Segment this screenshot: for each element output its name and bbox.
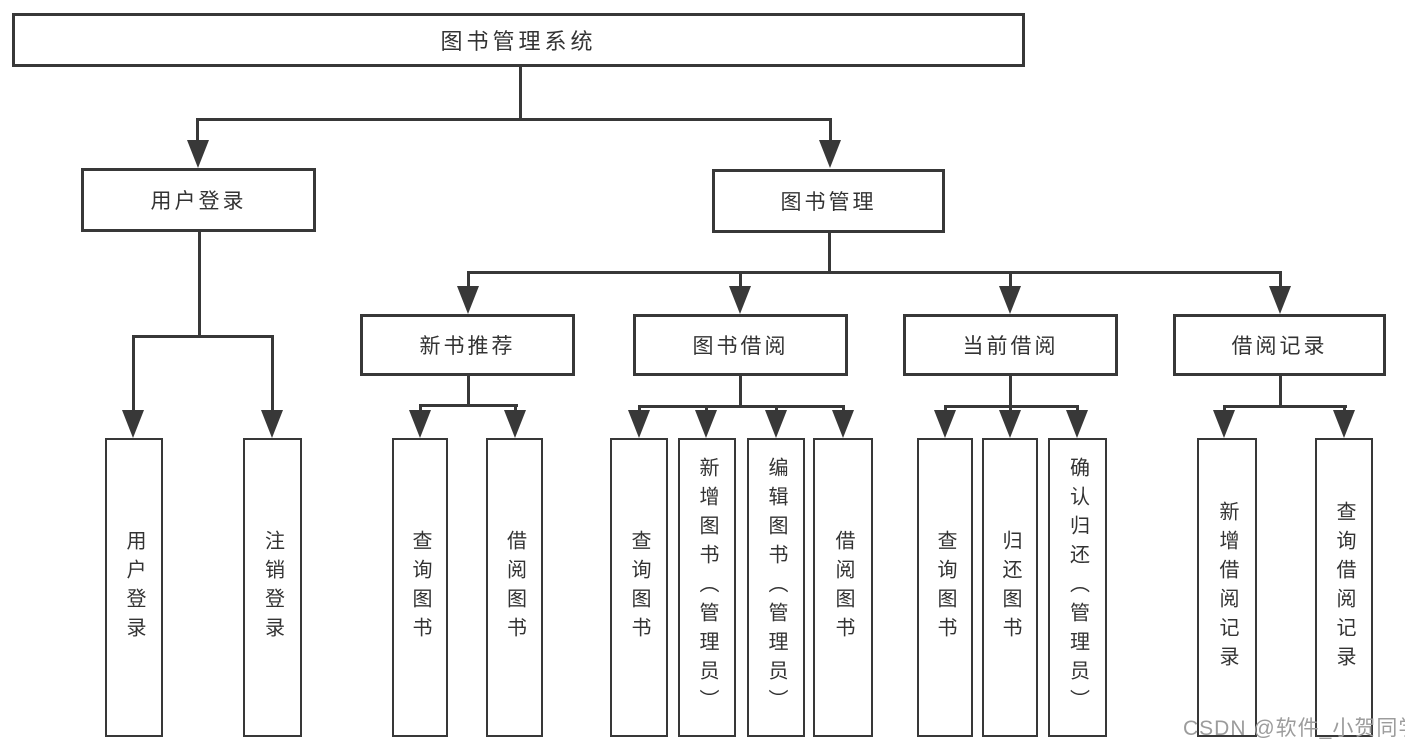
connector-user-login-bus xyxy=(132,335,274,338)
connector-drop xyxy=(739,271,742,289)
leaf-label: 查询图书 xyxy=(409,529,431,646)
leaf-label: 注销登录 xyxy=(261,529,284,646)
arrowhead-icon xyxy=(628,410,650,438)
node-user-login-label: 用户登录 xyxy=(150,190,247,213)
leaf-label: 查询图书 xyxy=(934,529,956,646)
leaf-label: 新增借阅记录 xyxy=(1216,500,1238,675)
connector-new-book-bus xyxy=(419,404,518,407)
arrowhead-icon xyxy=(999,410,1021,438)
connector-book-mgmt-stem xyxy=(828,233,831,274)
connector-drop xyxy=(1279,271,1282,289)
leaf-label: 查询借阅记录 xyxy=(1333,500,1355,675)
leaf-borrow-edit-admin: 编辑图书（管理员） xyxy=(747,438,805,737)
connector-drop xyxy=(467,271,470,289)
node-book-borrow-label: 图书借阅 xyxy=(692,335,789,358)
leaf-borrow-borrow: 借阅图书 xyxy=(813,438,873,737)
leaf-newbook-borrow: 借阅图书 xyxy=(486,438,543,737)
arrowhead-icon xyxy=(832,410,854,438)
connector-drop xyxy=(1223,405,1226,413)
leaf-label: 归还图书 xyxy=(999,529,1021,646)
connector-drop xyxy=(775,405,778,413)
leaf-record-query: 查询借阅记录 xyxy=(1315,438,1373,737)
node-new-book-rec: 新书推荐 xyxy=(360,314,575,376)
node-book-borrow: 图书借阅 xyxy=(633,314,848,376)
connector-record-bus xyxy=(1223,405,1347,408)
leaf-label: 借阅图书 xyxy=(832,529,854,646)
connector-root-stem xyxy=(519,67,522,119)
connector-drop xyxy=(1009,405,1012,413)
connector-drop xyxy=(842,405,845,413)
connector-drop xyxy=(1076,405,1079,413)
node-user-login: 用户登录 xyxy=(81,168,316,232)
connector-drop xyxy=(132,335,135,413)
arrowhead-icon xyxy=(1213,410,1235,438)
arrowhead-icon xyxy=(122,410,144,438)
arrowhead-icon xyxy=(819,140,841,168)
leaf-record-add: 新增借阅记录 xyxy=(1197,438,1257,737)
connector-drop xyxy=(271,335,274,413)
connector-drop xyxy=(419,404,422,413)
node-book-mgmt: 图书管理 xyxy=(712,169,945,233)
node-root: 图书管理系统 xyxy=(12,13,1025,67)
arrowhead-icon xyxy=(1333,410,1355,438)
arrowhead-icon xyxy=(409,410,431,438)
connector-drop xyxy=(944,405,947,413)
arrowhead-icon xyxy=(1066,410,1088,438)
connector-drop xyxy=(1343,405,1346,413)
leaf-label: 编辑图书（管理员） xyxy=(765,457,787,718)
csdn-watermark: CSDN @软件_小贺同学 xyxy=(1183,717,1405,740)
connector-root-bus xyxy=(196,118,832,121)
arrowhead-icon xyxy=(504,410,526,438)
arrowhead-icon xyxy=(1269,286,1291,314)
connector-borrow-stem xyxy=(739,376,742,408)
node-current-borrow: 当前借阅 xyxy=(903,314,1118,376)
leaf-borrow-add-admin: 新增图书（管理员） xyxy=(678,438,736,737)
connector-record-stem xyxy=(1279,376,1282,408)
connector-current-stem xyxy=(1009,376,1012,408)
leaf-label: 查询图书 xyxy=(628,529,650,646)
connector-drop xyxy=(705,405,708,413)
connector-borrow-bus xyxy=(638,405,845,408)
node-book-mgmt-label: 图书管理 xyxy=(780,191,877,214)
leaf-current-confirm-admin: 确认归还（管理员） xyxy=(1048,438,1107,737)
leaf-label: 新增图书（管理员） xyxy=(696,457,718,718)
arrowhead-icon xyxy=(765,410,787,438)
leaf-borrow-query: 查询图书 xyxy=(610,438,668,737)
node-current-borrow-label: 当前借阅 xyxy=(962,335,1059,358)
node-new-book-rec-label: 新书推荐 xyxy=(419,335,516,358)
connector-user-login-stem xyxy=(198,232,201,338)
arrowhead-icon xyxy=(934,410,956,438)
arrowhead-icon xyxy=(729,286,751,314)
leaf-current-return: 归还图书 xyxy=(982,438,1038,737)
leaf-label: 确认归还（管理员） xyxy=(1066,457,1089,718)
leaf-newbook-query: 查询图书 xyxy=(392,438,448,737)
leaf-current-query: 查询图书 xyxy=(917,438,973,737)
arrowhead-icon xyxy=(999,286,1021,314)
arrowhead-icon xyxy=(187,140,209,168)
connector-drop xyxy=(638,405,641,413)
node-borrow-record: 借阅记录 xyxy=(1173,314,1386,376)
node-root-label: 图书管理系统 xyxy=(440,29,597,54)
leaf-user-login: 用户登录 xyxy=(105,438,163,737)
arrowhead-icon xyxy=(261,410,283,438)
connector-drop-book-mgmt xyxy=(829,118,832,144)
arrowhead-icon xyxy=(457,286,479,314)
node-borrow-record-label: 借阅记录 xyxy=(1231,335,1328,358)
connector-book-mgmt-bus xyxy=(467,271,1282,274)
connector-drop xyxy=(514,404,517,413)
leaf-logout: 注销登录 xyxy=(243,438,302,737)
connector-new-book-stem xyxy=(467,376,470,407)
connector-drop xyxy=(1009,271,1012,289)
leaf-label: 用户登录 xyxy=(123,529,145,646)
connector-drop-user-login xyxy=(196,118,199,144)
leaf-label: 借阅图书 xyxy=(503,529,526,646)
arrowhead-icon xyxy=(695,410,717,438)
